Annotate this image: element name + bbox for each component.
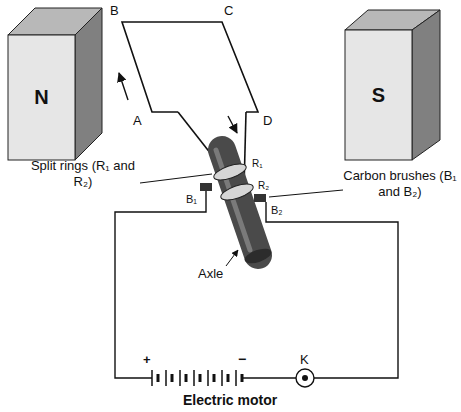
- carbon-brush: [200, 183, 212, 191]
- split-rings: [212, 161, 255, 203]
- current-arrow: [119, 73, 128, 100]
- pole-letter: N: [34, 86, 48, 109]
- part-label: C: [224, 3, 233, 19]
- magnet-pole: N: [8, 35, 75, 160]
- part-label: B₂: [271, 204, 283, 217]
- magnet-s-block: [345, 10, 440, 160]
- part-label: R₁: [252, 158, 263, 170]
- part-label: Carbon brushes (B₁ and B₂): [343, 168, 457, 199]
- part-label: Axle: [198, 266, 223, 282]
- part-label: B₁: [186, 193, 197, 206]
- circuit-wire: [115, 191, 398, 378]
- part-label: K: [300, 352, 309, 368]
- figure-caption: Electric motor: [183, 392, 277, 409]
- magnet-n-block: [8, 8, 102, 160]
- part-label: −: [238, 351, 246, 368]
- magnet-pole: S: [345, 30, 412, 160]
- key-symbol: [296, 369, 314, 387]
- part-label: A: [133, 113, 142, 129]
- part-label: B: [110, 3, 119, 19]
- part-label: R₂: [258, 180, 269, 192]
- pole-letter: S: [372, 84, 385, 107]
- battery-symbol: [152, 370, 242, 386]
- current-arrow: [228, 116, 237, 133]
- part-label: D: [263, 113, 272, 129]
- carbon-brush: [254, 194, 266, 202]
- leader-line: [140, 174, 343, 266]
- part-label: Split rings (R₁ and R₂): [28, 158, 138, 189]
- part-label: +: [143, 352, 151, 368]
